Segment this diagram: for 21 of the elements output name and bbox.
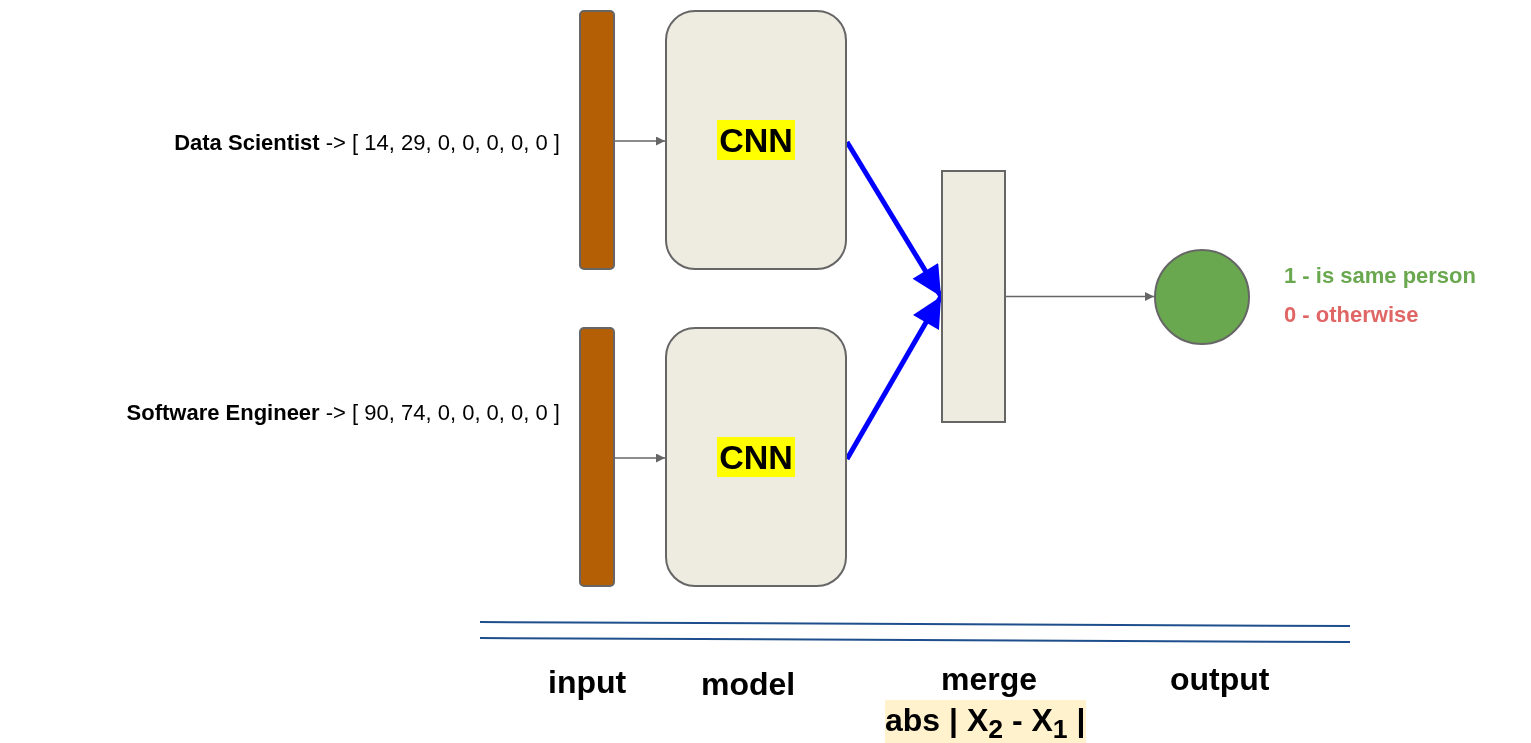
input-vector-bar	[579, 10, 615, 270]
merge-layer-box	[941, 170, 1006, 423]
output-text: 0 - otherwise	[1284, 302, 1419, 328]
arrow	[844, 295, 944, 461]
input-text: Data Scientist -> [ 14, 29, 0, 0, 0, 0, 0 ]	[174, 130, 560, 156]
column-label: input	[548, 663, 627, 702]
model-label: CNN	[717, 437, 795, 477]
model-box	[665, 10, 847, 270]
arrow	[614, 453, 666, 463]
formula-text: abs | X$_{2}$ - X$_{1}$ |	[885, 700, 1086, 743]
column-label: output	[1170, 660, 1270, 699]
arrow	[1005, 292, 1155, 301]
column-label: merge	[941, 660, 1038, 699]
column-label: model	[701, 665, 796, 704]
input-text: Software Engineer -> [ 90, 74, 0, 0, 0, 0, 0 ]	[126, 400, 560, 426]
model-label: CNN	[717, 120, 795, 160]
output-text: 1 - is same person	[1284, 263, 1476, 289]
arrow	[614, 136, 666, 146]
input-vector-bar	[579, 327, 615, 587]
arrow	[844, 140, 944, 298]
model-box	[665, 327, 847, 587]
